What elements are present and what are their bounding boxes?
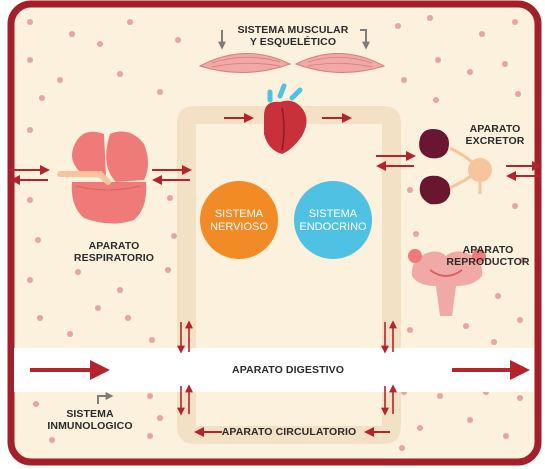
label-nervioso-line2: NERVIOSO <box>201 221 277 234</box>
label-respiratorio-line2: RESPIRATORIO <box>64 252 164 264</box>
label-endocrino-line2: ENDOCRINO <box>295 221 371 234</box>
label-nervioso-line1: SISTEMA <box>201 208 277 221</box>
label-respiratorio: APARATO RESPIRATORIO <box>64 240 164 264</box>
label-muscular-line1: SISTEMA MUSCULAR <box>198 24 388 36</box>
label-nervioso: SISTEMA NERVIOSO <box>201 208 277 234</box>
label-endocrino: SISTEMA ENDOCRINO <box>295 208 371 234</box>
label-digestivo: APARATO DIGESTIVO <box>196 364 380 376</box>
label-endocrino-line1: SISTEMA <box>295 208 371 221</box>
label-respiratorio-line1: APARATO <box>64 240 164 252</box>
label-reproductor-line2: REPRODUCTOR <box>438 256 538 268</box>
label-reproductor: APARATO REPRODUCTOR <box>438 244 538 268</box>
label-muscular-line2: Y ESQUELÉTICO <box>198 36 388 48</box>
label-excretor-line1: APARATO <box>460 123 530 135</box>
label-inmunologico-line2: INMUNOLOGICO <box>40 420 140 432</box>
label-inmunologico: SISTEMA INMUNOLOGICO <box>40 408 140 432</box>
label-reproductor-line1: APARATO <box>438 244 538 256</box>
label-excretor-line2: EXCRETOR <box>460 135 530 147</box>
label-circulatorio: APARATO CIRCULATORIO <box>214 426 364 438</box>
label-muscular: SISTEMA MUSCULAR Y ESQUELÉTICO <box>198 24 388 48</box>
label-excretor: APARATO EXCRETOR <box>460 123 530 147</box>
label-inmunologico-line1: SISTEMA <box>40 408 140 420</box>
